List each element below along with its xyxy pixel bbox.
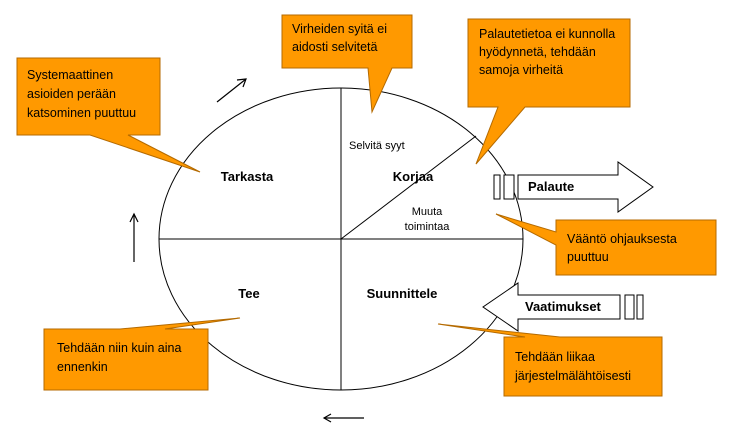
- cycle-arrow-bottom: [322, 413, 364, 423]
- callout-bottom-left: Tehdään niin kuin aina ennenkin: [43, 317, 241, 391]
- cycle-arrow-top: [216, 78, 247, 103]
- callout-mid-right-line1: Vääntö ohjauksesta: [567, 232, 677, 246]
- quadrant-plan-label: Suunnittele: [367, 286, 438, 301]
- callout-top-center-line2: aidosti selvitetä: [292, 40, 378, 54]
- callout-bottom-right-line1: Tehdään liikaa: [515, 350, 595, 364]
- act-sub-bottom-line1: Muuta: [412, 206, 443, 218]
- callout-top-right-line1: Palautetietoa ei kunnolla: [479, 27, 615, 41]
- requirements-in-arrow: Vaatimukset: [482, 282, 644, 332]
- quadrant-act-label: Korjaa: [393, 169, 434, 184]
- requirements-stripe-1: [624, 294, 635, 320]
- callout-bottom-right-line2: järjestelmälähtöisesti: [514, 369, 631, 383]
- quadrant-check-label: Tarkasta: [221, 169, 274, 184]
- act-diagonal-divider: [340, 135, 477, 240]
- callout-mid-right: Vääntö ohjauksesta puuttuu: [495, 213, 717, 276]
- callout-top-right-line3: samoja virheitä: [479, 63, 563, 77]
- callout-top-left-line2: asioiden perään: [27, 87, 116, 101]
- act-sub-bottom-line2: toimintaa: [405, 221, 451, 233]
- callout-top-center-line1: Virheiden syitä ei: [292, 22, 387, 36]
- requirements-stripe-2: [636, 294, 644, 320]
- callout-top-center: Virheiden syitä ei aidosti selvitetä: [281, 14, 413, 114]
- callout-top-left: Systemaattinen asioiden perään katsomine…: [16, 57, 201, 173]
- callout-top-right: Palautetietoa ei kunnolla hyödynnetä, te…: [467, 18, 631, 165]
- feedback-stripe-2: [503, 174, 515, 200]
- feedback-out-arrow: Palaute: [493, 161, 654, 213]
- callout-bottom-left-line1: Tehdään niin kuin aina: [57, 341, 181, 355]
- callout-top-right-line2: hyödynnetä, tehdään: [479, 45, 596, 59]
- feedback-out-label: Palaute: [528, 179, 574, 194]
- callout-bottom-right: Tehdään liikaa järjestelmälähtöisesti: [437, 323, 663, 397]
- requirements-arrow-body: [482, 282, 621, 332]
- feedback-stripe-1: [493, 174, 501, 200]
- feedback-arrow-body: [517, 161, 654, 213]
- act-sub-top-label: Selvitä syyt: [349, 140, 405, 152]
- callout-top-left-line1: Systemaattinen: [27, 68, 113, 82]
- requirements-in-label: Vaatimukset: [525, 299, 602, 314]
- cycle-arrow-left: [129, 212, 139, 262]
- callout-mid-right-line2: puuttuu: [567, 250, 609, 264]
- callout-bottom-left-line2: ennenkin: [57, 360, 108, 374]
- callout-top-left-line3: katsominen puuttuu: [27, 106, 136, 120]
- quadrant-do-label: Tee: [238, 286, 259, 301]
